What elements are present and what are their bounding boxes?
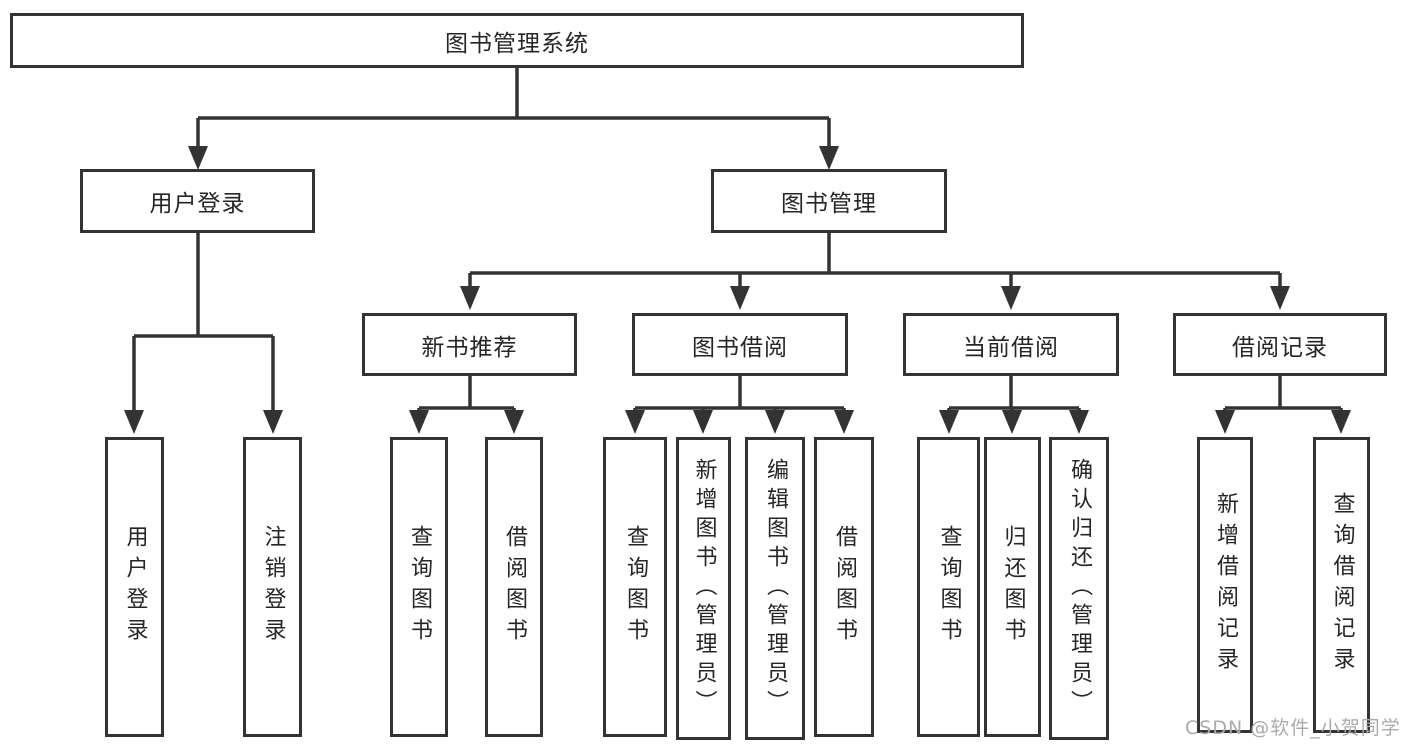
leaf-add-book-admin-label: 新增图书（管理员）	[691, 458, 717, 719]
leaf-add-book-admin: 新增图书（管理员）	[676, 437, 731, 740]
node-borrowing-records: 借阅记录	[1173, 313, 1387, 376]
node-book-borrowing: 图书借阅	[632, 313, 848, 376]
leaf-borrow-books-recommend-label: 借阅图书	[502, 525, 527, 649]
leaf-return-books-label: 归还图书	[1000, 525, 1026, 649]
leaf-user-login-label: 用户登录	[122, 525, 148, 649]
node-borrowing-records-label: 借阅记录	[1232, 334, 1328, 361]
leaf-user-login: 用户登录	[105, 437, 164, 737]
leaf-logout-label: 注销登录	[260, 525, 286, 649]
leaf-query-books-recommend-label: 查询图书	[407, 525, 432, 649]
leaf-edit-book-admin-label: 编辑图书（管理员）	[763, 458, 788, 719]
node-root-label: 图书管理系统	[445, 30, 589, 57]
leaf-return-books: 归还图书	[984, 437, 1041, 737]
leaf-confirm-return-admin: 确认归还（管理员）	[1049, 437, 1109, 740]
node-new-book-recommendation: 新书推荐	[362, 313, 577, 376]
node-user-login-label: 用户登录	[149, 191, 246, 217]
leaf-query-borrow-record: 查询借阅记录	[1313, 437, 1370, 733]
csdn-watermark: CSDN @软件_小贺同学	[1185, 717, 1401, 739]
leaf-borrow-books-recommend: 借阅图书	[485, 437, 543, 737]
node-new-book-recommendation-label: 新书推荐	[421, 334, 518, 361]
leaf-borrow-books-borrowing-label: 借阅图书	[832, 525, 857, 649]
leaf-query-borrow-record-label: 查询借阅记录	[1329, 492, 1355, 678]
leaf-borrow-books-borrowing: 借阅图书	[814, 437, 874, 737]
leaf-query-books-current: 查询图书	[917, 437, 980, 737]
leaf-add-borrow-record: 新增借阅记录	[1197, 437, 1253, 733]
node-current-borrowing-label: 当前借阅	[963, 334, 1059, 361]
node-current-borrowing: 当前借阅	[903, 313, 1119, 376]
node-book-borrowing-label: 图书借阅	[692, 334, 788, 361]
node-user-login: 用户登录	[80, 169, 315, 233]
leaf-edit-book-admin: 编辑图书（管理员）	[745, 437, 805, 740]
leaf-query-books-borrowing: 查询图书	[603, 437, 667, 737]
arrowheads	[124, 146, 1351, 434]
node-book-management-label: 图书管理	[781, 191, 877, 217]
node-root: 图书管理系统	[10, 13, 1024, 68]
leaf-query-books-borrowing-label: 查询图书	[623, 525, 648, 649]
leaf-query-books-recommend: 查询图书	[390, 437, 448, 737]
leaf-query-books-current-label: 查询图书	[936, 525, 962, 649]
leaf-add-borrow-record-label: 新增借阅记录	[1213, 492, 1238, 678]
leaf-logout: 注销登录	[243, 437, 302, 737]
leaf-confirm-return-admin-label: 确认归还（管理员）	[1067, 458, 1092, 719]
node-book-management: 图书管理	[711, 169, 947, 233]
